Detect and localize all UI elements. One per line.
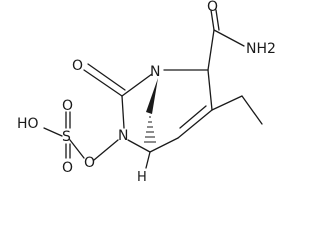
sulfur-oxygen-top-label: O (62, 98, 73, 114)
atom-labels: O NH2 N O N O S O O HO H (17, 0, 276, 185)
urea-nitrogen-label: N (118, 128, 128, 144)
amide-nitrogen-label: NH2 (246, 41, 276, 57)
amide-oxygen-label: O (207, 0, 218, 15)
lactam-oxygen-label: O (72, 58, 83, 74)
bridge-nitrogen-label: N (150, 64, 160, 80)
bond-layer (43, 9, 263, 169)
stereo-hydrogen-label: H (137, 170, 147, 185)
hydroxyl-label: HO (17, 116, 39, 132)
sulfur-label: S (62, 129, 71, 145)
molecule-diagram: O NH2 N O N O S O O HO H (17, 0, 276, 185)
sulfur-oxygen-bottom-label: O (62, 160, 73, 176)
sulfate-oxygen-label: O (84, 155, 95, 171)
